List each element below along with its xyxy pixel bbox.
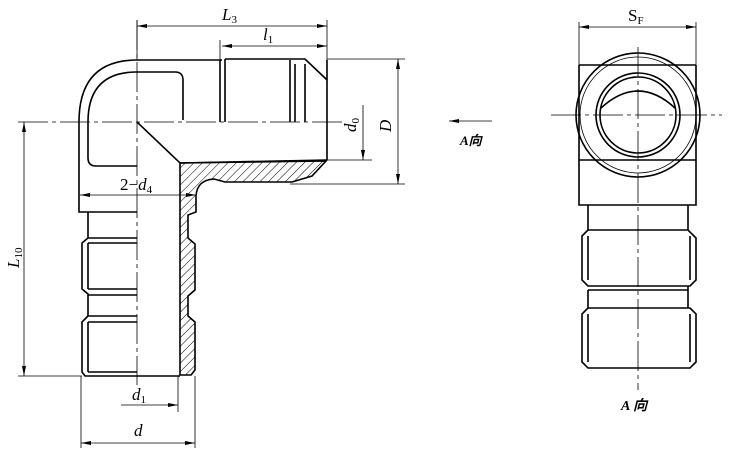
svg-text:SF: SF (628, 6, 644, 27)
dim-D: D (290, 58, 405, 185)
section-hatch (179, 160, 328, 376)
dim-L10: L10 (4, 122, 82, 377)
dim-L3: L3 (136, 5, 328, 60)
body-inner-recess (87, 71, 184, 167)
svg-text:A向: A向 (459, 133, 484, 148)
svg-text:L3: L3 (221, 5, 237, 26)
inner-bore (595, 72, 681, 158)
bore-edge (136, 121, 328, 164)
end-view-body (578, 64, 697, 206)
view-title: A 向 (620, 397, 649, 414)
svg-text:d0: d0 (341, 118, 362, 133)
dim-d1: d1 (121, 376, 179, 412)
dim-d0: d0 (327, 105, 372, 161)
svg-text:D: D (376, 119, 395, 133)
lower-thread (81, 212, 180, 377)
view-direction-arrow: A向 (449, 119, 492, 148)
dim-SF: SF (578, 6, 697, 65)
dim-2-d4: 2−d4 (80, 175, 196, 197)
end-view-threads (581, 205, 697, 369)
svg-text:L10: L10 (4, 247, 25, 269)
dim-d: d (80, 376, 196, 448)
port-thread (219, 58, 328, 160)
svg-text:d: d (134, 421, 143, 440)
side-view: L3 l1 D d0 L10 2−d4 d1 d (4, 5, 405, 448)
svg-text:l1: l1 (263, 25, 273, 46)
bore-dome (600, 90, 676, 109)
dim-l1: l1 (219, 25, 327, 60)
outer-ring (575, 52, 701, 178)
svg-text:d1: d1 (132, 385, 146, 406)
svg-text:2−d4: 2−d4 (120, 175, 153, 196)
end-view-a: SF A 向 (551, 6, 722, 414)
